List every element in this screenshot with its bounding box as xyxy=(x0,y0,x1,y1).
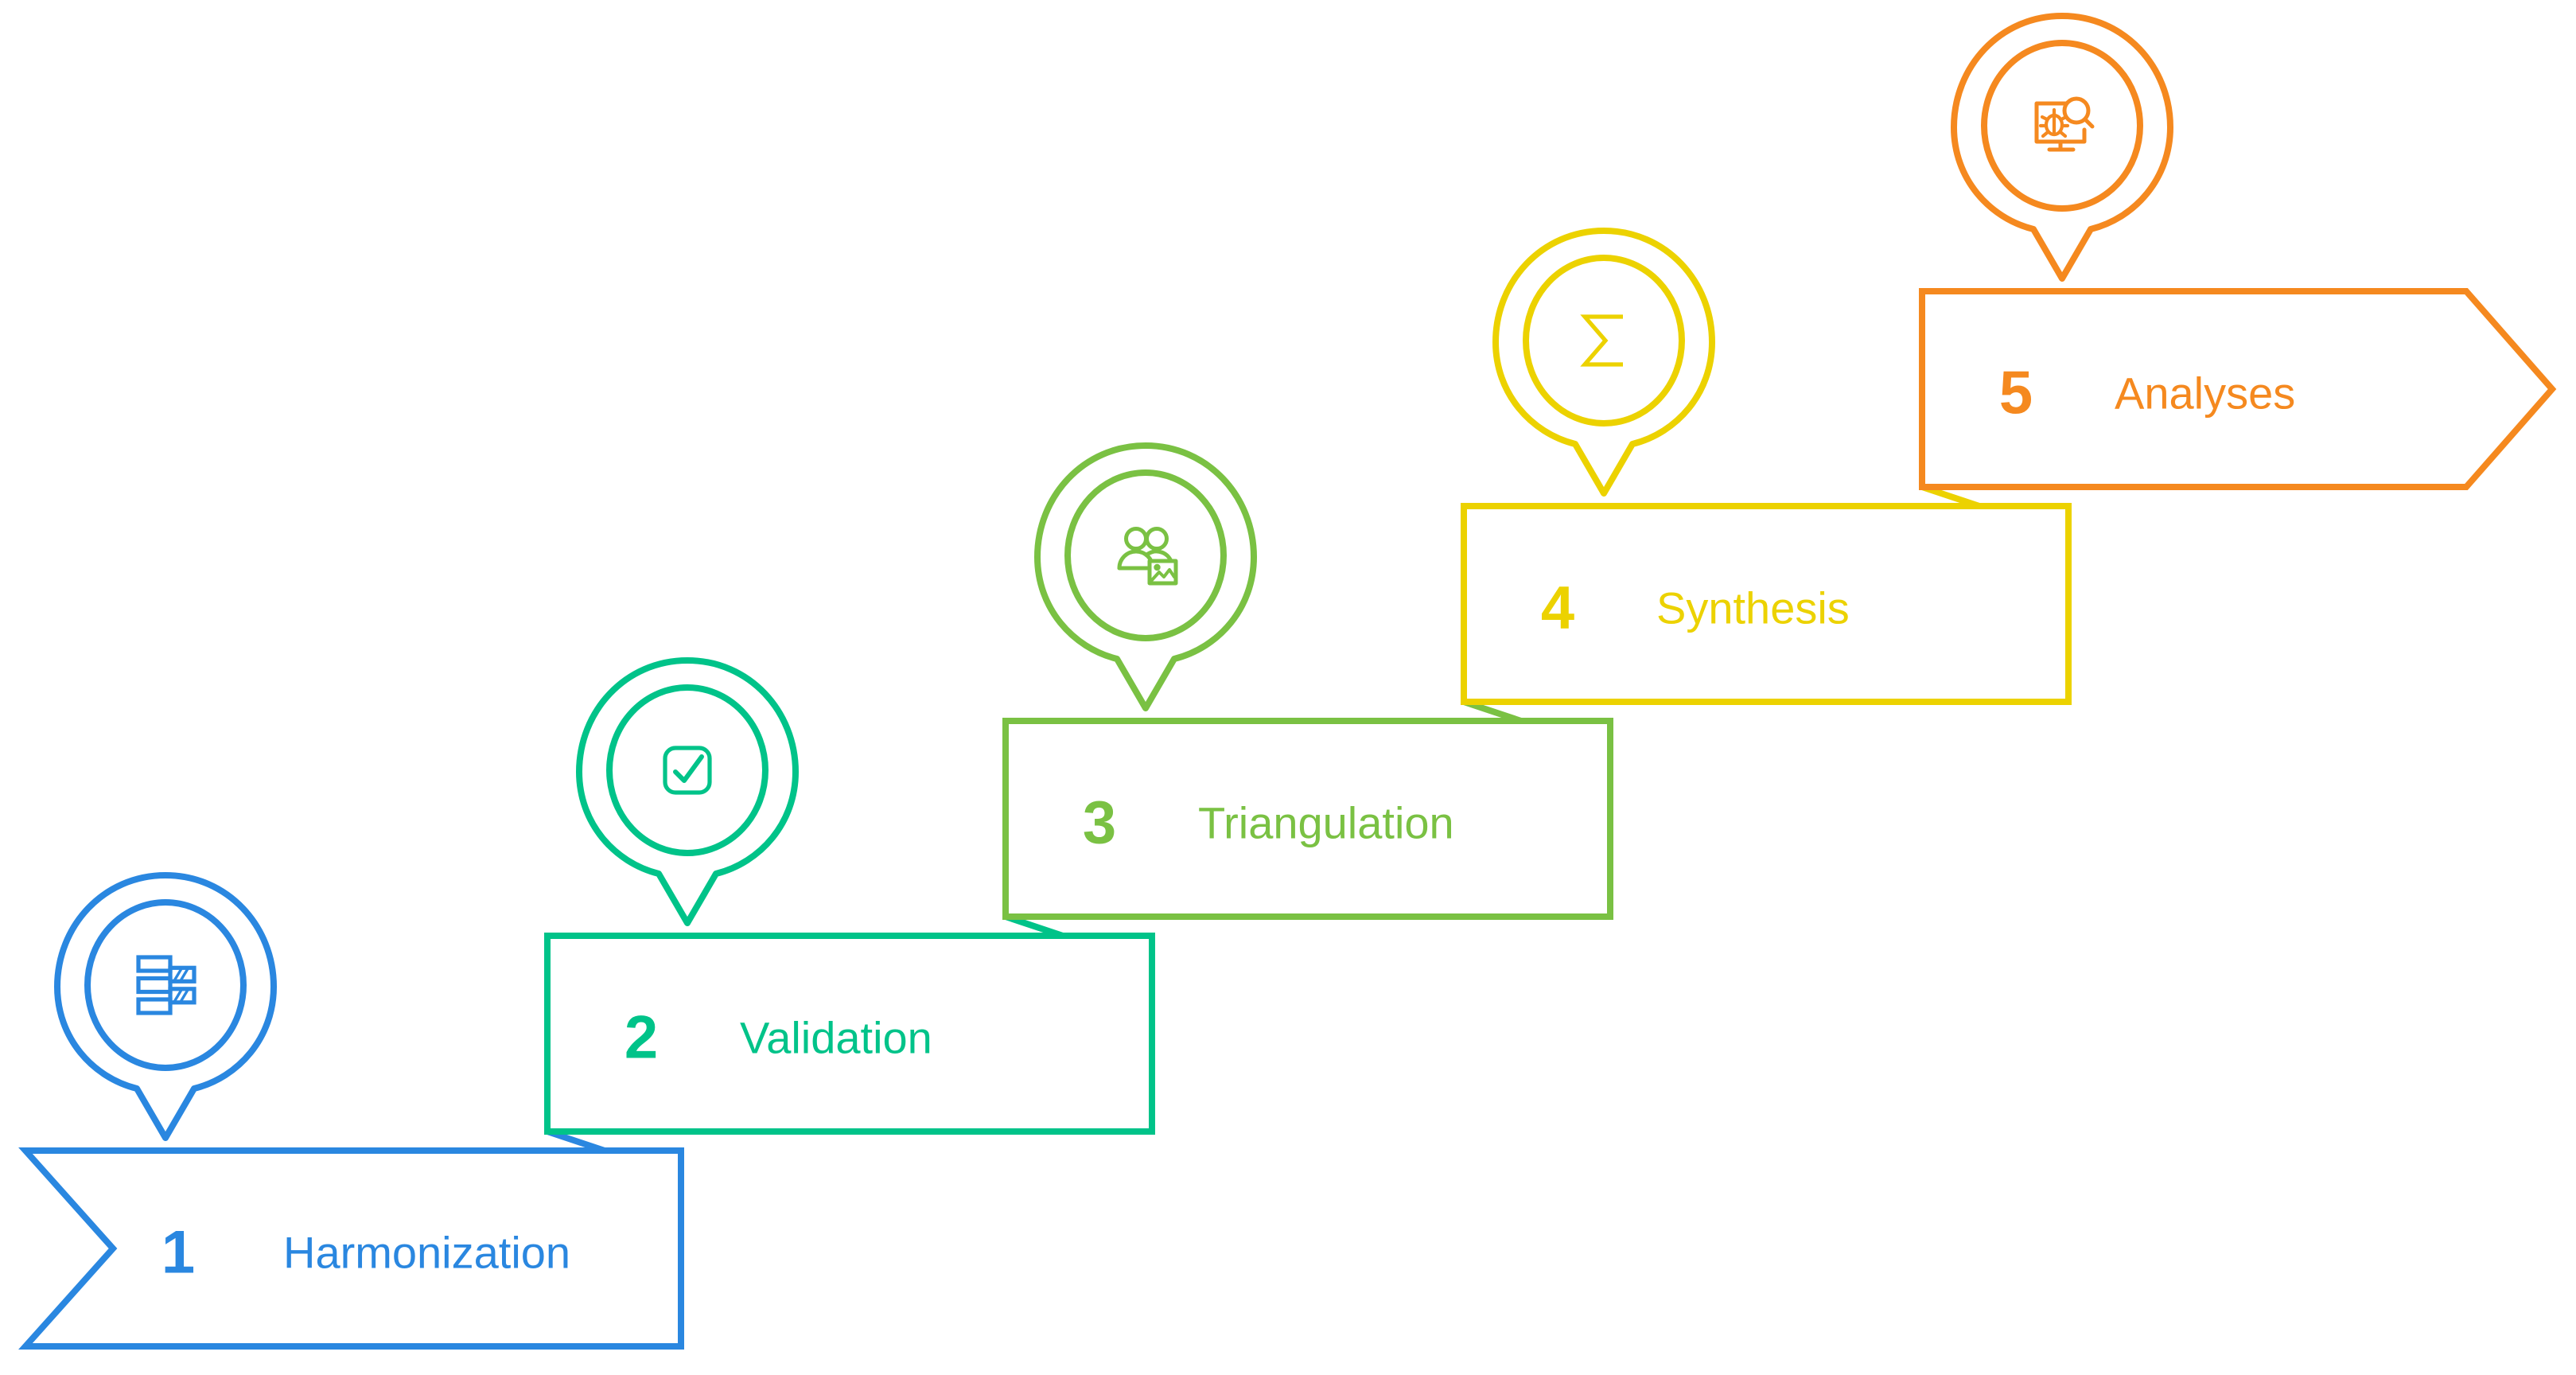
step-5-banner-shape[interactable] xyxy=(1919,288,2557,490)
step-3-pin-marker[interactable] xyxy=(1034,442,1257,711)
step-2-banner-shape[interactable] xyxy=(544,933,1155,1135)
step-2-pin-inner-ring xyxy=(606,684,769,856)
step-2-pin-marker[interactable] xyxy=(576,657,799,926)
step-3-pin-outer-shape xyxy=(1034,442,1257,711)
step-3-pin-inner-ring xyxy=(1064,469,1227,641)
step-5-label: Analyses xyxy=(2115,368,2295,419)
step-5-group[interactable]: 5 Analyses xyxy=(1919,13,2557,490)
step-4-banner-shape[interactable] xyxy=(1461,503,2072,705)
step-5-pin-marker[interactable] xyxy=(1951,13,2173,282)
step-1-pin-outer-shape xyxy=(54,872,277,1141)
step-4-pin-marker[interactable] xyxy=(1492,228,1715,497)
step-1-banner-shape[interactable] xyxy=(18,1147,684,1350)
step-4-pin-outer-shape xyxy=(1492,228,1715,497)
step-4-label: Synthesis xyxy=(1656,583,1850,633)
step-3-group[interactable]: 3 Triangulation xyxy=(1002,442,1613,920)
step-4-number: 4 xyxy=(1541,575,1574,642)
step-5-number: 5 xyxy=(1999,360,2033,427)
step-2-label: Validation xyxy=(740,1013,932,1063)
step-1-fold-tab xyxy=(546,1128,684,1187)
step-1-pin-inner-ring xyxy=(84,899,247,1071)
step-3-fold-tab xyxy=(1462,699,1613,758)
step-1-number: 1 xyxy=(161,1219,195,1287)
step-4-group[interactable]: 4 Synthesis xyxy=(1461,228,2072,705)
step-2-fold-tab xyxy=(1004,913,1155,972)
step-4-fold-tab xyxy=(1920,484,2072,543)
step-3-label: Triangulation xyxy=(1198,798,1454,848)
step-5-pin-inner-ring xyxy=(1981,40,2143,212)
step-4-pin-inner-ring xyxy=(1523,255,1685,427)
step-3-number: 3 xyxy=(1083,789,1116,857)
step-1-group[interactable]: 1 Harmonization xyxy=(18,872,684,1350)
step-1-label: Harmonization xyxy=(283,1228,570,1278)
step-2-group[interactable]: 2 Validation xyxy=(544,657,1155,1135)
step-2-number: 2 xyxy=(625,1004,658,1072)
step-1-pin-marker[interactable] xyxy=(54,872,277,1141)
step-3-banner-shape[interactable] xyxy=(1002,718,1613,920)
